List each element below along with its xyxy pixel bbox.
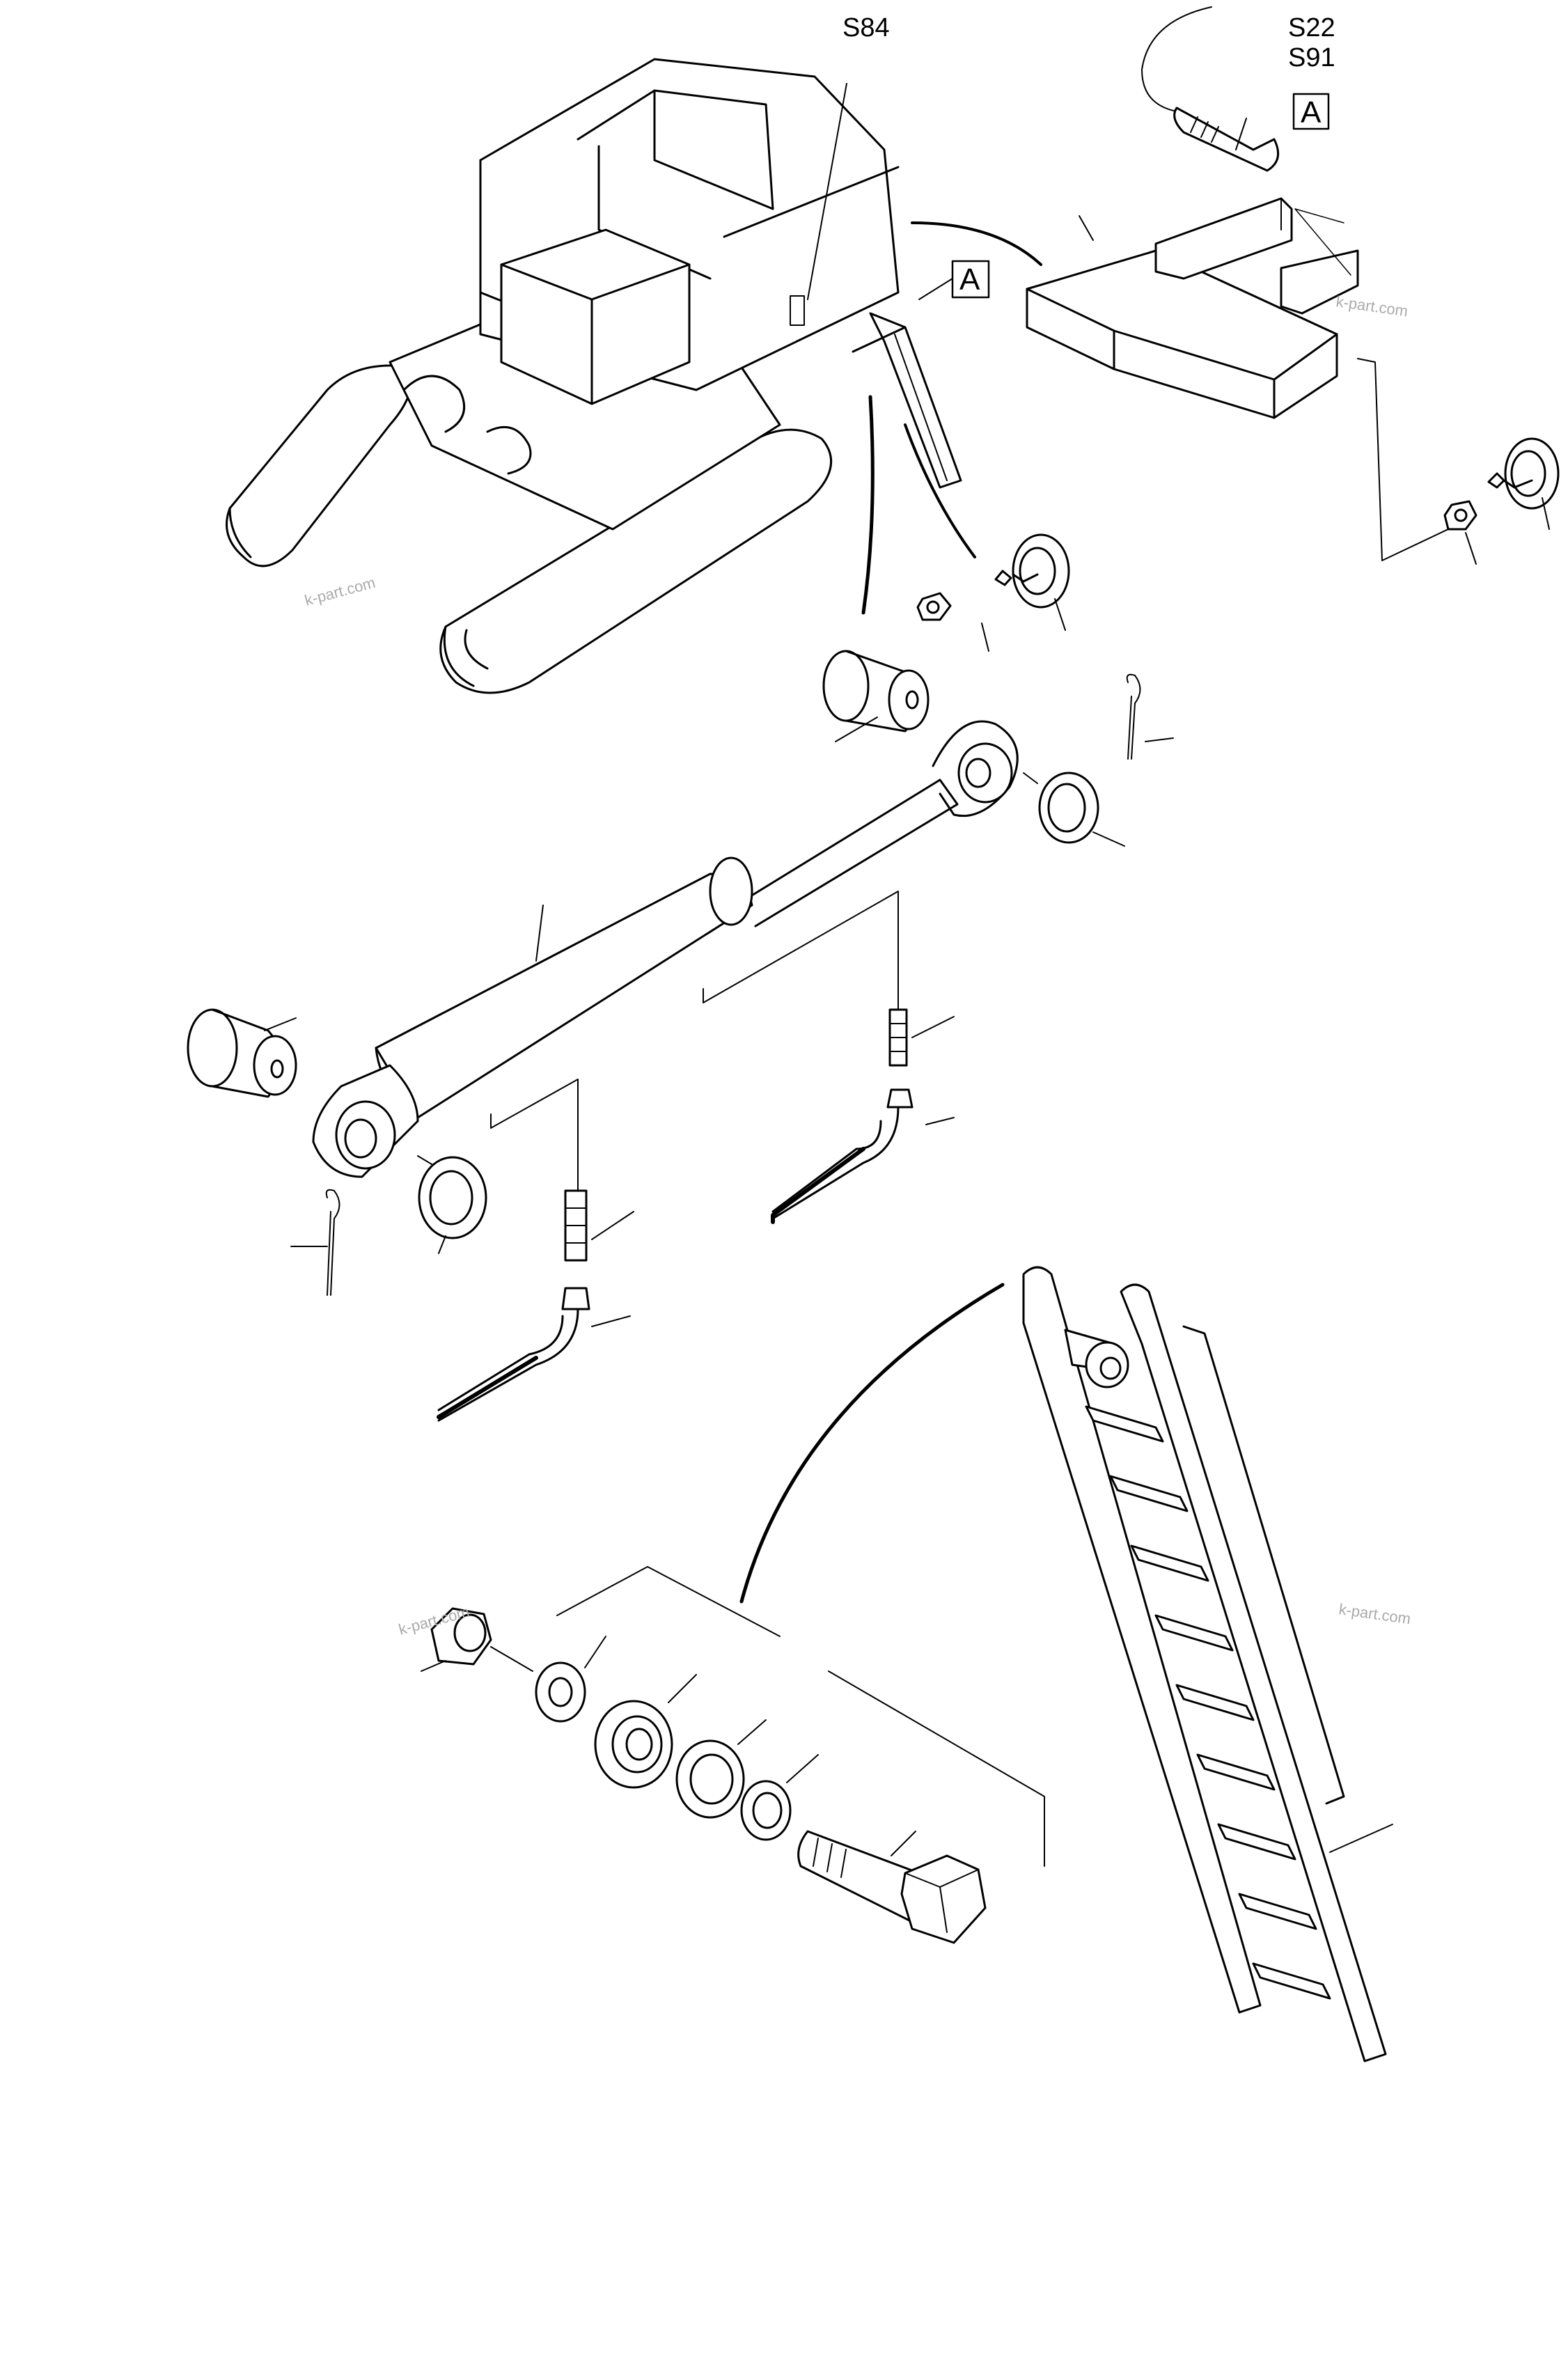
callout-s91: S91 [1288,43,1335,72]
cotter-pin-left [290,1189,340,1296]
fitting-right [888,1008,955,1067]
nut-center [916,592,989,652]
washer-left [418,1156,487,1254]
fitting-left [564,1189,634,1262]
watermark: k-part.com [1335,292,1409,320]
hydraulic-cylinder [312,720,1038,1191]
pin-left [187,1008,297,1098]
bolt-assembly [421,1566,1045,1944]
detail-a-label-top: A [1301,95,1322,130]
callout-s84: S84 [842,13,890,42]
mounting-plate [1026,197,1359,419]
detail-a-label-machine: A [959,263,980,297]
watermark: k-part.com [303,574,377,609]
nut-right [1443,500,1477,565]
knob-center [994,533,1070,631]
knob-right [1487,437,1560,530]
callout-s22: S22 [1288,13,1335,42]
proximity-sensor [1141,6,1280,172]
hose-left [437,1287,631,1422]
washer-top [1038,772,1125,847]
crawler-machine [226,58,1042,694]
boarding-ladder [1022,1266,1393,2062]
hose-right [771,1088,955,1224]
watermark: k-part.com [1338,1600,1411,1627]
pin-top [822,650,930,742]
cotter-pin-top [1126,673,1174,760]
